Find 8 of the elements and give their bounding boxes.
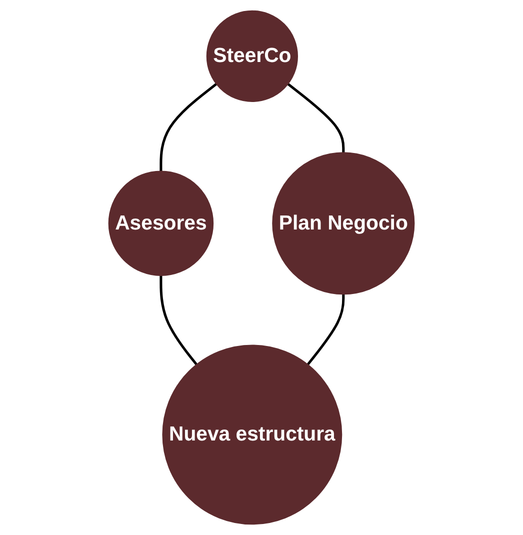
node-circle: SteerCo	[206, 10, 298, 102]
connector	[160, 83, 218, 172]
node-circle: Plan Negocio	[272, 152, 415, 295]
node-circle: Nueva estructura	[162, 344, 342, 525]
node-circle: Asesores	[108, 170, 214, 276]
connector	[160, 276, 198, 366]
connector	[306, 294, 345, 366]
connector	[287, 83, 345, 152]
